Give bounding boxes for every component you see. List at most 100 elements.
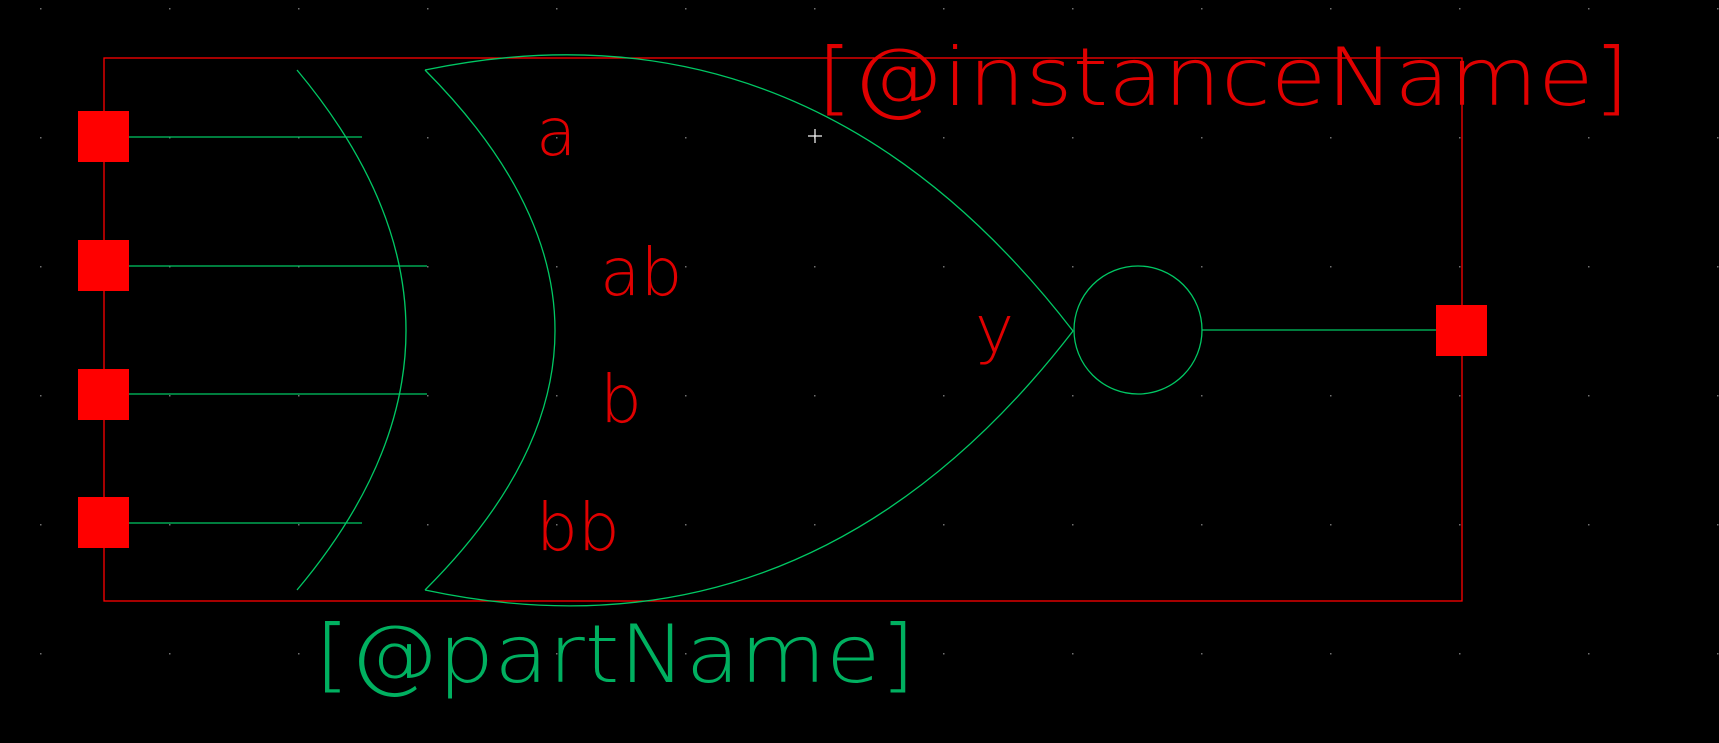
grid-dot (1330, 524, 1332, 526)
grid-dot (40, 395, 42, 397)
grid-dot (427, 8, 429, 10)
grid-dot (169, 137, 171, 139)
grid-dot (685, 395, 687, 397)
grid-dot (298, 524, 300, 526)
grid-dot (298, 137, 300, 139)
grid-dot (1459, 653, 1461, 655)
pin-label-bb: bb (536, 489, 620, 566)
grid-dot (685, 524, 687, 526)
grid-dot (40, 8, 42, 10)
gate-front-curve (424, 69, 556, 591)
grid-dot (169, 524, 171, 526)
pin-label-a: a (536, 94, 576, 171)
xnor-gate-shape (128, 54, 1437, 607)
pin-y[interactable] (1436, 305, 1487, 356)
grid-dot (1201, 137, 1203, 139)
grid-dot (943, 137, 945, 139)
part-name-label: [@partName] (315, 608, 915, 701)
grid-dot (1201, 653, 1203, 655)
pins[interactable] (78, 111, 1487, 548)
grid-dot (1588, 137, 1590, 139)
grid-dot (814, 395, 816, 397)
grid-dot (685, 266, 687, 268)
grid-dot (685, 653, 687, 655)
grid-dot (556, 395, 558, 397)
pin-a[interactable] (78, 111, 129, 162)
grid-dot (1330, 137, 1332, 139)
crosshair-cursor (808, 129, 822, 143)
grid-dot (943, 653, 945, 655)
grid-dot (1330, 395, 1332, 397)
grid-dot (169, 395, 171, 397)
grid-dot (298, 266, 300, 268)
grid-dot (1459, 395, 1461, 397)
grid-dot (1201, 395, 1203, 397)
grid-dot (1717, 137, 1719, 139)
grid-dot (1588, 8, 1590, 10)
grid-dot (1459, 137, 1461, 139)
gate-top-curve (424, 54, 1074, 332)
grid-dot (556, 8, 558, 10)
grid-dot (685, 137, 687, 139)
pin-label-y: y (975, 291, 1014, 368)
grid-dot (1201, 8, 1203, 10)
grid-dot (1588, 395, 1590, 397)
grid-dot (40, 266, 42, 268)
grid-dot (40, 137, 42, 139)
grid-dot (1717, 395, 1719, 397)
gate-bottom-curve (424, 330, 1074, 607)
grid-dot (1072, 395, 1074, 397)
grid-dot (1717, 8, 1719, 10)
grid-dot (40, 524, 42, 526)
grid-dot (556, 524, 558, 526)
grid-dot (298, 653, 300, 655)
grid-dot (1072, 8, 1074, 10)
grid-dot (943, 8, 945, 10)
instance-name-label: [@instanceName] (817, 31, 1629, 124)
grid-dot (427, 395, 429, 397)
grid-dot (814, 8, 816, 10)
pin-labels: a ab b bb y (536, 94, 1014, 566)
grid-dot (814, 653, 816, 655)
grid-dot (1717, 524, 1719, 526)
grid-dot (427, 653, 429, 655)
grid-dot (1459, 8, 1461, 10)
grid-dot (169, 8, 171, 10)
grid-dot (1201, 524, 1203, 526)
grid-dot (1330, 8, 1332, 10)
grid-dot (427, 137, 429, 139)
grid-dot (169, 266, 171, 268)
grid-dot (1072, 137, 1074, 139)
pin-label-ab: ab (600, 234, 682, 311)
pin-bb[interactable] (78, 497, 129, 548)
grid-dot (943, 395, 945, 397)
grid-dot (943, 524, 945, 526)
grid-dot (1072, 653, 1074, 655)
grid-dot (1459, 266, 1461, 268)
grid-dot (814, 524, 816, 526)
grid-dot (1459, 524, 1461, 526)
pin-ab[interactable] (78, 240, 129, 291)
grid-dot (1588, 524, 1590, 526)
grid-dot (427, 266, 429, 268)
grid-dot (1330, 266, 1332, 268)
grid-dot (814, 266, 816, 268)
grid-dot (1201, 266, 1203, 268)
grid-dot (1072, 524, 1074, 526)
grid-dots (40, 8, 1719, 655)
grid-dot (298, 395, 300, 397)
grid-dot (1717, 266, 1719, 268)
pin-label-b: b (600, 361, 642, 438)
grid-dot (556, 266, 558, 268)
grid-dot (1717, 653, 1719, 655)
grid-dot (40, 653, 42, 655)
pin-b[interactable] (78, 369, 129, 420)
grid-dot (427, 524, 429, 526)
grid-dot (556, 653, 558, 655)
grid-dot (556, 137, 558, 139)
grid-dot (1588, 266, 1590, 268)
grid-dot (1588, 653, 1590, 655)
grid-dot (685, 8, 687, 10)
